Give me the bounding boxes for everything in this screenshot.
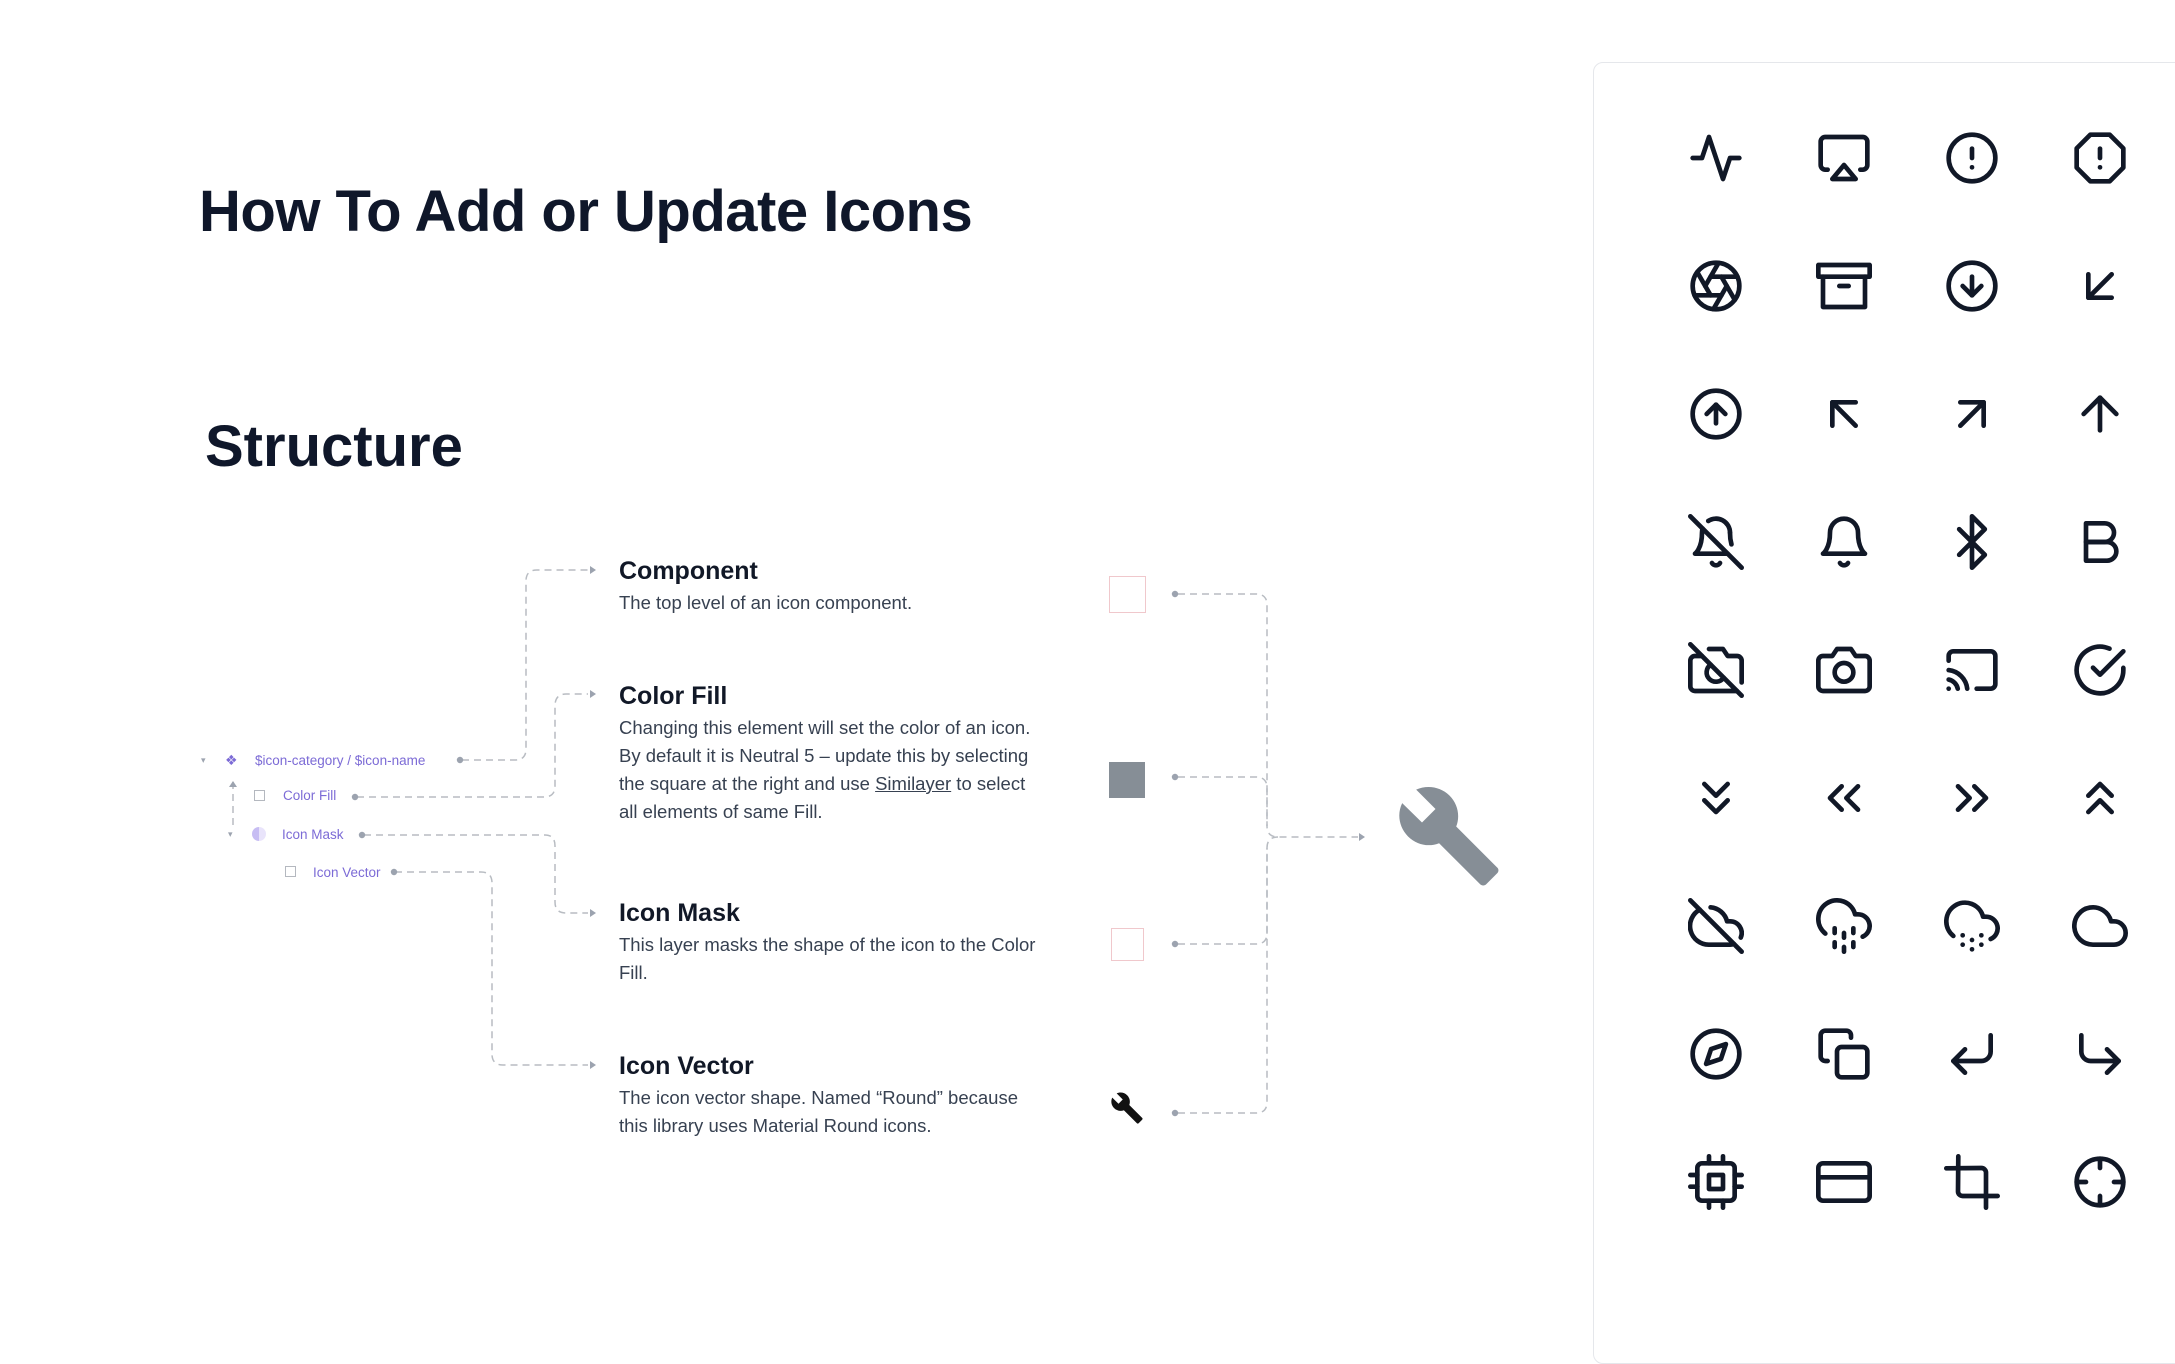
bold-icon[interactable] xyxy=(2072,514,2128,570)
credit-card-icon[interactable] xyxy=(1816,1154,1872,1210)
icon-library-panel xyxy=(1593,62,2175,1364)
bluetooth-icon[interactable] xyxy=(1944,514,2000,570)
wrench-result-icon xyxy=(1395,782,1503,890)
cloud-snow-icon[interactable] xyxy=(1944,898,2000,954)
caret-down-icon[interactable]: ▾ xyxy=(201,755,206,765)
arrow-down-left-icon[interactable] xyxy=(2072,258,2128,314)
chevrons-down-icon[interactable] xyxy=(1688,770,1744,826)
arrow-up-right-icon[interactable] xyxy=(1944,386,2000,442)
description-title: Icon Vector xyxy=(619,1052,754,1080)
aperture-icon[interactable] xyxy=(1688,258,1744,314)
check-circle-icon[interactable] xyxy=(2072,642,2128,698)
color-fill-swatch[interactable] xyxy=(1109,762,1145,798)
corner-down-right-icon[interactable] xyxy=(2072,1026,2128,1082)
layer-label: $icon-category / $icon-name xyxy=(255,753,426,768)
camera-off-icon[interactable] xyxy=(1688,642,1744,698)
description-title: Color Fill xyxy=(619,682,728,710)
bell-icon[interactable] xyxy=(1816,514,1872,570)
crop-icon[interactable] xyxy=(1944,1154,2000,1210)
component-icon: ❖ xyxy=(225,752,238,768)
component-preview-box[interactable] xyxy=(1109,576,1146,613)
corner-down-left-icon[interactable] xyxy=(1944,1026,2000,1082)
description-title: Icon Mask xyxy=(619,899,740,927)
arrow-down-circle-icon[interactable] xyxy=(1944,258,2000,314)
alert-octagon-icon[interactable] xyxy=(2072,130,2128,186)
cloud-drizzle-icon[interactable] xyxy=(1816,898,1872,954)
description-text: This layer masks the shape of the icon t… xyxy=(619,934,1036,983)
description-text-part: Changing this element will set the color… xyxy=(619,717,1031,794)
bell-off-icon[interactable] xyxy=(1688,514,1744,570)
rectangle-icon xyxy=(254,790,265,801)
cloud-icon[interactable] xyxy=(2072,898,2128,954)
airplay-icon[interactable] xyxy=(1816,130,1872,186)
description-icon-mask: Icon Mask This layer masks the shape of … xyxy=(619,897,1039,987)
arrow-up-left-icon[interactable] xyxy=(1816,386,1872,442)
chevrons-up-icon[interactable] xyxy=(2072,770,2128,826)
layer-label: Icon Vector xyxy=(313,865,381,880)
description-text: The icon vector shape. Named “Round” bec… xyxy=(619,1087,1018,1136)
connector-lines xyxy=(229,566,1365,1117)
description-text: Changing this element will set the color… xyxy=(619,714,1039,826)
arrow-up-icon[interactable] xyxy=(2072,386,2128,442)
cpu-icon[interactable] xyxy=(1688,1154,1744,1210)
copy-icon[interactable] xyxy=(1816,1026,1872,1082)
description-color-fill: Color Fill Changing this element will se… xyxy=(619,680,1039,826)
layer-label: Icon Mask xyxy=(282,827,344,842)
caret-down-icon[interactable]: ▾ xyxy=(228,829,233,839)
description-title: Component xyxy=(619,557,758,585)
wrench-icon[interactable] xyxy=(1110,1091,1144,1125)
chevrons-left-icon[interactable] xyxy=(1816,770,1872,826)
description-component: Component The top level of an icon compo… xyxy=(619,555,1039,617)
compass-icon[interactable] xyxy=(1688,1026,1744,1082)
chevrons-right-icon[interactable] xyxy=(1944,770,2000,826)
page-title: How To Add or Update Icons xyxy=(199,179,973,244)
description-text-part: to select all elements of same Fill. xyxy=(619,773,1026,822)
alert-circle-icon[interactable] xyxy=(1944,130,2000,186)
rectangle-icon xyxy=(285,866,296,877)
cast-icon[interactable] xyxy=(1944,642,2000,698)
camera-icon[interactable] xyxy=(1816,642,1872,698)
arrow-up-circle-icon[interactable] xyxy=(1688,386,1744,442)
description-icon-vector: Icon Vector The icon vector shape. Named… xyxy=(619,1050,1039,1140)
section-title: Structure xyxy=(205,414,463,479)
activity-icon[interactable] xyxy=(1688,130,1744,186)
icon-mask-preview-box[interactable] xyxy=(1111,928,1144,961)
archive-icon[interactable] xyxy=(1816,258,1872,314)
crosshair-icon[interactable] xyxy=(2072,1154,2128,1210)
cloud-off-icon[interactable] xyxy=(1688,898,1744,954)
similayer-link[interactable]: Similayer xyxy=(875,773,952,794)
layer-label: Color Fill xyxy=(283,788,337,803)
mask-icon xyxy=(252,827,266,841)
description-text: The top level of an icon component. xyxy=(619,592,913,613)
